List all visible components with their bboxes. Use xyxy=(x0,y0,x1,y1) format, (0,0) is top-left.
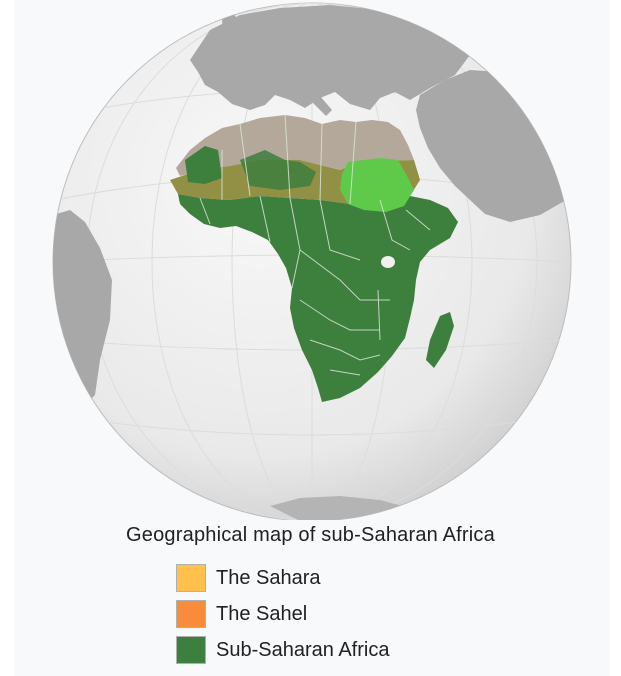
globe-map xyxy=(52,2,572,520)
country-borders xyxy=(199,114,431,376)
north-africa-region xyxy=(176,115,414,176)
legend-label-sahara: The Sahara xyxy=(216,566,321,589)
legend-swatch-sahara xyxy=(176,564,206,592)
madagascar xyxy=(426,312,454,368)
sub-saharan-africa-region xyxy=(178,194,458,402)
west-africa-green xyxy=(185,146,222,184)
niger-mali-green xyxy=(240,150,316,190)
legend-item-sub-saharan: Sub-Saharan Africa xyxy=(176,632,389,668)
legend-swatch-sub-saharan xyxy=(176,636,206,664)
lake-victoria xyxy=(381,256,395,268)
sudan-region xyxy=(340,158,414,212)
europe-landmass xyxy=(190,5,470,110)
legend-swatch-sahel xyxy=(176,600,206,628)
italy-landmass xyxy=(294,64,332,116)
legend-label-sahel: The Sahel xyxy=(216,602,308,625)
legend-item-sahel: The Sahel xyxy=(176,596,389,632)
legend-label-sub-saharan: Sub-Saharan Africa xyxy=(216,638,390,661)
map-legend: The Sahara The Sahel Sub-Saharan Africa xyxy=(176,560,389,668)
map-caption: Geographical map of sub-Saharan Africa xyxy=(126,524,495,546)
british-isles xyxy=(222,12,240,44)
legend-item-sahara: The Sahara xyxy=(176,560,389,596)
